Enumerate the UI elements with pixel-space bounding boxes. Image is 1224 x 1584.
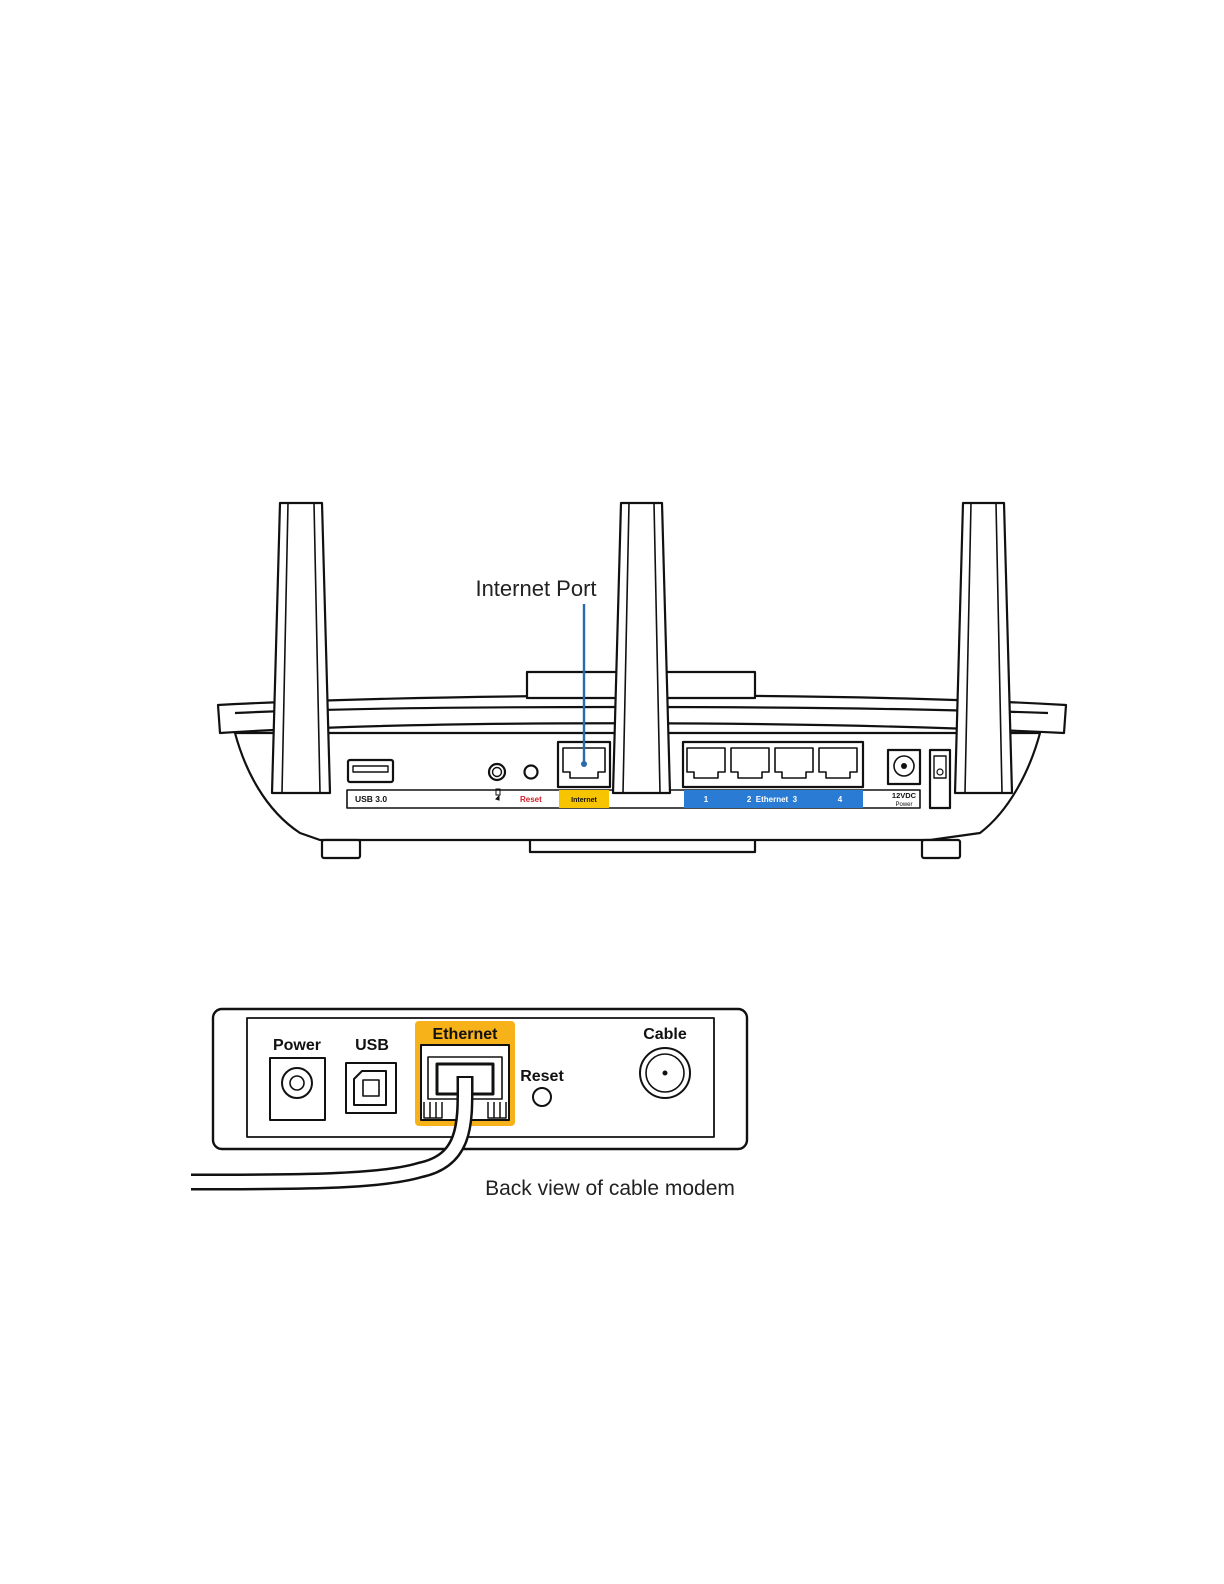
- router-ethernet-port-3: [774, 747, 814, 779]
- modem-power-label: Power: [273, 1037, 321, 1054]
- router-antenna-center-edge: [622, 502, 630, 794]
- router-antenna-right: [953, 501, 1014, 795]
- router-internet-label-bg: [559, 790, 609, 808]
- router-reset-label: Reset: [520, 795, 542, 804]
- router-base-plate: [528, 840, 757, 854]
- router-foot-left: [320, 838, 362, 860]
- modem-ethernet-label: Ethernet: [433, 1026, 499, 1043]
- router-foot-right: [920, 838, 962, 860]
- router-antenna-right-edge: [964, 502, 972, 794]
- router-antenna-left-edge2: [313, 502, 321, 794]
- router-power-switch: [928, 748, 952, 810]
- modem-ethernet-latch-left: [423, 1102, 443, 1119]
- router-internet-port-socket: [562, 747, 606, 779]
- modem-reset-button: [532, 1087, 552, 1107]
- modem-usb-label: USB: [355, 1037, 389, 1054]
- router-antenna-right-edge2: [995, 502, 1003, 794]
- modem-cable-connector-inner: [645, 1053, 685, 1093]
- router-ethernet-port-4: [818, 747, 858, 779]
- router-ethernet-port-2: [730, 747, 770, 779]
- wps-icon: [495, 788, 501, 801]
- modem-usb-socket: [353, 1070, 387, 1106]
- modem-power-jack-ring: [281, 1067, 313, 1099]
- router-power-label: Power: [895, 802, 912, 808]
- router-antenna-center-edge2: [653, 502, 661, 794]
- router-eth4-label: 4: [838, 795, 843, 804]
- modem-cable-label: Cable: [643, 1026, 687, 1043]
- router-ethernet-block: [681, 740, 865, 789]
- router-ethernet-label-bg: [684, 790, 863, 808]
- router-internet-label: Internet: [571, 797, 597, 804]
- modem-cable-connector-pin: [662, 1070, 668, 1076]
- router-illustration: [216, 501, 1068, 860]
- router-usb-label: USB 3.0: [355, 794, 387, 804]
- router-wps-button-inner: [491, 766, 503, 778]
- router-power-voltage-label: 12VDC: [892, 791, 917, 800]
- internet-port-callout: Internet Port: [475, 576, 596, 601]
- router-antenna-left: [270, 501, 332, 795]
- modem-caption: Back view of cable modem: [485, 1177, 735, 1200]
- modem-reset-label: Reset: [520, 1068, 564, 1085]
- router-reset-button: [523, 764, 539, 780]
- router-power-switch-toggle: [933, 755, 947, 779]
- router-usb-port-inner: [352, 765, 389, 773]
- router-power-jack-pin: [901, 763, 907, 769]
- router-wps-button: [487, 762, 507, 782]
- router-ethernet-port-1: [686, 747, 726, 779]
- modem-usb-socket-inner: [362, 1079, 380, 1097]
- router-power-switch-dot: [936, 768, 944, 776]
- router-ethernet-label: 2 Ethernet 3: [747, 795, 798, 804]
- router-antenna-left-edge: [281, 502, 289, 794]
- modem-power-jack-pin: [289, 1075, 305, 1091]
- ethernet-cable-fill: [190, 1077, 472, 1188]
- router-eth1-label: 1: [704, 795, 709, 804]
- internet-port-callout-dot: [581, 761, 587, 767]
- router-antenna-center: [611, 501, 672, 795]
- router-power-jack-ring: [893, 755, 915, 777]
- modem-ethernet-latch-right: [487, 1102, 507, 1119]
